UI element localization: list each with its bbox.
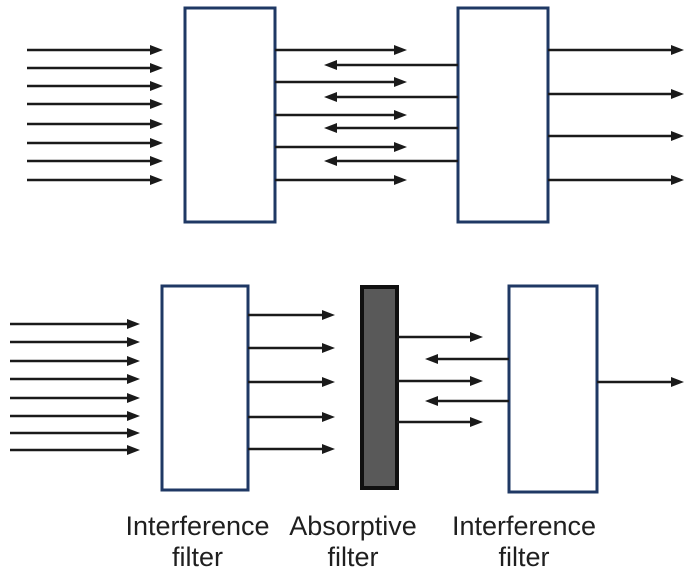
light-ray-arrow-bottom-incident <box>10 428 140 438</box>
arrowhead <box>150 156 163 166</box>
arrowhead <box>671 377 684 387</box>
arrowhead <box>127 337 140 347</box>
arrowhead <box>322 412 335 422</box>
arrowhead <box>671 45 684 55</box>
arrowhead <box>127 356 140 366</box>
arrowhead <box>127 374 140 384</box>
arrowhead <box>150 81 163 91</box>
light-ray-arrow-bottom-filtered <box>397 417 483 427</box>
light-ray-arrow-bottom-incident <box>10 337 140 347</box>
arrowhead <box>324 92 337 102</box>
label-interference-filter-right: Interference filter <box>434 511 614 573</box>
light-ray-arrow-top-transmitted <box>275 45 407 55</box>
light-ray-arrow-bottom-incident <box>10 411 140 421</box>
arrowhead <box>127 393 140 403</box>
light-ray-arrow-top-transmitted <box>275 110 407 120</box>
light-ray-arrow-top-reflected <box>324 92 458 102</box>
light-ray-arrow-top-transmitted <box>275 142 407 152</box>
absorptive-filter-box <box>360 285 399 490</box>
arrowhead <box>394 175 407 185</box>
light-ray-arrow-top-output <box>548 45 684 55</box>
light-ray-arrow-bottom-transmitted <box>248 377 335 387</box>
interference-filter-box <box>507 284 599 494</box>
label-line: Interference <box>451 511 597 541</box>
arrowhead <box>671 131 684 141</box>
arrowhead <box>150 119 163 129</box>
light-ray-arrow-bottom-filtered <box>397 332 483 342</box>
light-ray-arrow-top-incident <box>27 81 163 91</box>
arrowhead <box>470 332 483 342</box>
light-ray-arrow-bottom-transmitted <box>248 444 335 454</box>
light-ray-arrow-top-incident <box>27 119 163 129</box>
light-ray-arrow-top-transmitted <box>275 77 407 87</box>
light-ray-arrow-top-output <box>548 175 684 185</box>
arrowhead <box>150 175 163 185</box>
light-ray-arrow-top-incident <box>27 99 163 109</box>
light-ray-arrow-bottom-transmitted <box>248 412 335 422</box>
light-ray-arrow-top-incident <box>27 156 163 166</box>
light-ray-arrow-bottom-reflected <box>425 396 509 406</box>
arrowhead <box>150 45 163 55</box>
light-ray-arrow-top-output <box>548 131 684 141</box>
arrowhead <box>394 110 407 120</box>
arrowhead <box>127 445 140 455</box>
arrowhead <box>150 138 163 148</box>
light-ray-arrow-bottom-incident <box>10 374 140 384</box>
arrowhead <box>322 310 335 320</box>
light-ray-arrow-bottom-transmitted <box>248 343 335 353</box>
light-ray-arrow-top-incident <box>27 175 163 185</box>
light-ray-arrow-bottom-reflected <box>425 354 509 364</box>
label-interference-filter-left: Interference filter <box>100 511 295 573</box>
arrowhead <box>671 175 684 185</box>
arrowhead <box>425 396 438 406</box>
light-ray-arrow-bottom-incident <box>10 445 140 455</box>
arrowhead <box>394 45 407 55</box>
arrowhead <box>322 377 335 387</box>
light-ray-arrow-bottom-incident <box>10 356 140 366</box>
arrowhead <box>127 428 140 438</box>
light-ray-arrow-bottom-incident <box>10 393 140 403</box>
arrowhead <box>127 411 140 421</box>
arrowhead <box>324 123 337 133</box>
light-ray-arrow-top-reflected <box>324 60 458 70</box>
arrowhead <box>150 99 163 109</box>
label-line: filter <box>171 542 223 572</box>
light-ray-arrow-bottom-transmitted <box>248 310 335 320</box>
label-line: Interference <box>125 511 270 541</box>
label-line: Absorptive <box>289 511 417 541</box>
arrowhead <box>425 354 438 364</box>
arrowhead <box>470 417 483 427</box>
light-ray-arrow-top-incident <box>27 63 163 73</box>
arrowhead <box>470 376 483 386</box>
light-ray-arrow-top-output <box>548 89 684 99</box>
label-line: filter <box>327 542 379 572</box>
light-ray-arrow-bottom-output <box>597 377 684 387</box>
arrowhead <box>322 444 335 454</box>
arrowhead <box>127 319 140 329</box>
label-absorptive-filter: Absorptive filter <box>268 511 438 573</box>
light-ray-arrow-bottom-incident <box>10 319 140 329</box>
arrowhead <box>324 156 337 166</box>
light-ray-arrow-top-reflected <box>324 123 458 133</box>
arrowhead <box>150 63 163 73</box>
interference-filter-box <box>456 6 550 224</box>
arrowhead <box>324 60 337 70</box>
arrowhead <box>394 77 407 87</box>
light-ray-arrow-top-transmitted <box>275 175 407 185</box>
light-ray-arrow-top-incident <box>27 45 163 55</box>
interference-filter-box <box>183 6 277 224</box>
light-ray-arrow-top-reflected <box>324 156 458 166</box>
arrowhead <box>394 142 407 152</box>
interference-filter-box <box>160 284 250 492</box>
light-ray-arrow-top-incident <box>27 138 163 148</box>
light-ray-arrow-bottom-filtered <box>397 376 483 386</box>
arrowhead <box>671 89 684 99</box>
arrowhead <box>322 343 335 353</box>
label-line: filter <box>498 542 550 572</box>
